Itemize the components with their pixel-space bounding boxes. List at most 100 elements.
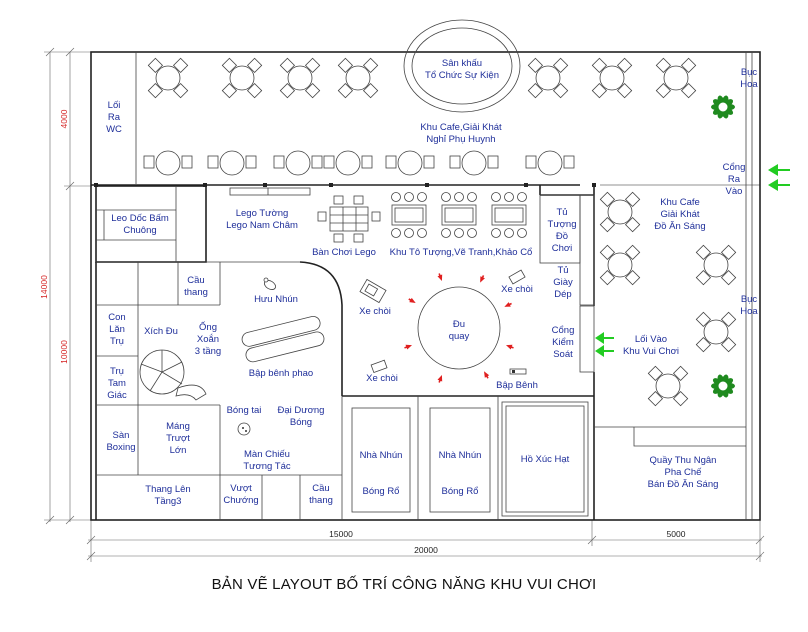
cafe-table-set: [337, 57, 379, 99]
climb-wall: [95, 185, 207, 263]
main-gate-label-2: Ra: [728, 174, 741, 185]
stage-label: Sân khấu: [442, 58, 482, 69]
play-entry-label-2: Khu Vui Chơi: [623, 346, 679, 357]
pedal-car-a-label: Xe chòi: [359, 306, 391, 317]
stair-floor3-label-2: Tầng3: [155, 496, 182, 507]
cashier-label-2: Pha Chế: [665, 467, 703, 478]
red-arrow-icon: [484, 371, 490, 379]
lego-wall-label-2: Lego Nam Châm: [226, 220, 298, 231]
lego-table: [317, 195, 381, 243]
paint-tables: [391, 192, 527, 238]
climb-label-2: Chuông: [123, 225, 156, 236]
hippo-label: Hưu Nhún: [254, 294, 298, 305]
planter-top-label: Bục: [741, 67, 758, 78]
green-arrow-icon: [768, 179, 790, 191]
projector-label-2: Tương Tác: [243, 461, 291, 472]
projector-label: Màn Chiếu: [244, 449, 290, 460]
paint-zone-label: Khu Tô Tượng,Vẽ Tranh,Khảo Cổ: [390, 247, 533, 258]
bounce-house-1-label-2: Bóng Rổ: [363, 486, 400, 497]
stair-floor3-label: Thang Lên: [145, 484, 190, 495]
cafe-table-set: [695, 311, 737, 353]
seesaw-label: Bập Bênh: [496, 380, 538, 391]
toy-locker-label-4: Chơi: [552, 243, 572, 254]
cafe-table-set: [527, 57, 569, 99]
dim-bottom-b: 5000: [667, 529, 686, 539]
shoe-locker-label-3: Dép: [554, 289, 571, 300]
plant-icon: [711, 374, 735, 398]
sand-pit: [501, 401, 589, 517]
bounce-house-2-label: Nhà Nhún: [439, 450, 482, 461]
cafe-table-set: [695, 244, 737, 286]
red-arrow-icon: [505, 344, 514, 350]
cafe-table-set: [273, 150, 323, 176]
cafe-tables: [143, 57, 737, 407]
carousel-arrows: [404, 273, 514, 383]
tube-label: Ống: [199, 321, 217, 333]
column-markers: [94, 183, 596, 187]
sand-pit-label: Hồ Xúc Hạt: [521, 454, 570, 465]
cafe-table-set: [599, 191, 641, 233]
lockers: [539, 194, 595, 306]
dim-left-top: 4000: [59, 109, 69, 128]
ball-pit: [237, 422, 251, 436]
carousel-label-2: quay: [449, 331, 470, 342]
dim-bottom-a: 15000: [329, 529, 353, 539]
cafe-table-set: [147, 57, 189, 99]
pedal-car-b-label: Xe chòi: [501, 284, 533, 295]
play-area-walls: [95, 261, 594, 520]
tube-label-3: 3 tầng: [195, 346, 221, 357]
prism-label-2: Tam: [108, 378, 126, 389]
lego-table-label: Bàn Chơi Lego: [312, 247, 376, 258]
shoe-locker-label: Tủ: [557, 265, 568, 276]
toy-locker-label-3: Đồ: [556, 231, 568, 242]
plant-icon: [711, 95, 735, 119]
lego-wall-label: Lego Tường: [236, 208, 289, 219]
ocean-ball-label-2: Bóng: [290, 417, 312, 428]
cashier-label-3: Bán Đồ Ăn Sáng: [648, 479, 719, 490]
obstacle-label-2: Chướng: [223, 495, 258, 506]
cafe-top-label-2: Nghỉ Phụ Huynh: [426, 134, 495, 145]
shoe-locker-label-2: Giày: [553, 277, 573, 288]
cafe-table-set: [221, 57, 263, 99]
outer-walls: [90, 51, 761, 521]
drawing-caption: BẢN VẼ LAYOUT BỐ TRÍ CÔNG NĂNG KHU VUI C…: [211, 576, 597, 593]
planter-top-label-2: Hoa: [740, 79, 758, 90]
hippo-rocker: [263, 277, 276, 290]
climb-label: Leo Dốc Bấm: [111, 213, 169, 224]
paint-table: [441, 192, 477, 238]
prism-label-3: Giác: [107, 390, 127, 401]
red-arrow-icon: [437, 273, 443, 282]
toy-locker-label-2: Tượng: [548, 219, 577, 230]
ear-ball-label: Bóng tai: [227, 405, 262, 416]
planter-mid-label-2: Hoa: [740, 306, 758, 317]
spiral-slide: [139, 349, 207, 401]
cafe-right-label: Khu Cafe: [660, 197, 700, 208]
cafe-table-set: [207, 150, 257, 176]
cafe-table-set: [449, 150, 499, 176]
float-rocker-label: Bập bênh phao: [249, 368, 313, 379]
lego-wall: [229, 187, 311, 196]
play-entry-label: Lối Vào: [635, 334, 667, 345]
cafe-table-set: [655, 57, 697, 99]
boxing-label-2: Boxing: [106, 442, 135, 453]
stage-label-2: Tổ Chức Sự Kiện: [425, 70, 499, 81]
cashier-label: Quầy Thu Ngân: [650, 455, 717, 466]
paint-table: [391, 192, 427, 238]
green-arrow-icon: [768, 164, 790, 176]
bounce-house-1: [351, 407, 411, 513]
toy-locker-label: Tủ: [556, 207, 567, 218]
checkpoint-label-3: Soát: [553, 349, 573, 360]
cafe-table-set: [647, 365, 689, 407]
stairs-bottom-label: Cầu: [312, 483, 329, 494]
obstacle-label: Vượt: [230, 483, 252, 494]
bounce-house-1-label: Nhà Nhún: [360, 450, 403, 461]
green-arrow-icon: [595, 332, 614, 344]
carousel: [417, 286, 501, 370]
pedal-car-a: [359, 278, 387, 304]
checkpoint-label-2: Kiểm: [552, 337, 574, 348]
cafe-table-set: [323, 150, 373, 176]
stairs-bottom-label-2: thang: [309, 495, 333, 506]
pedal-car-c-label: Xe chòi: [366, 373, 398, 384]
dim-left-inner: 10000: [59, 340, 69, 364]
